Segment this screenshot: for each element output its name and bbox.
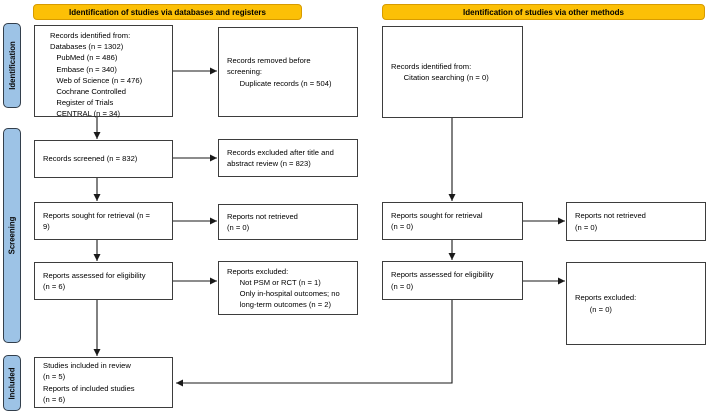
box-db-reports-not-retrieved-text: Reports not retrieved (n = 0) <box>227 211 298 232</box>
box-db-records-identified-text: Records identified from: Databases (n = … <box>50 31 143 119</box>
stage-identification-label: Identification <box>7 41 17 90</box>
box-db-reports-assessed: Reports assessed for eligibility (n = 6) <box>34 262 173 300</box>
box-other-reports-excluded: Reports excluded: (n = 0) <box>566 262 706 345</box>
box-other-reports-excluded-text: Reports excluded: (n = 0) <box>575 293 637 314</box>
box-db-records-removed-text: Records removed before screening: Duplic… <box>227 56 332 88</box>
header-databases-registers-label: Identification of studies via databases … <box>69 7 266 17</box>
header-databases-registers: Identification of studies via databases … <box>33 4 302 20</box>
box-db-records-removed: Records removed before screening: Duplic… <box>218 27 358 117</box>
box-other-reports-sought-text: Reports sought for retrieval (n = 0) <box>391 210 483 231</box>
box-included-studies-text: Studies included in review (n = 5) Repor… <box>43 361 135 404</box>
box-db-records-excluded: Records excluded after title and abstrac… <box>218 139 358 177</box>
box-db-records-excluded-text: Records excluded after title and abstrac… <box>227 147 334 168</box>
header-other-methods-label: Identification of studies via other meth… <box>463 7 624 17</box>
stage-identification: Identification <box>3 23 21 108</box>
box-db-reports-assessed-text: Reports assessed for eligibility (n = 6) <box>43 270 146 291</box>
box-db-records-identified: Records identified from: Databases (n = … <box>34 25 173 119</box>
box-db-reports-sought-text: Reports sought for retrieval (n = 9) <box>43 210 150 231</box>
stage-screening: Screening <box>3 128 21 343</box>
box-db-reports-sought: Reports sought for retrieval (n = 9) <box>34 202 173 240</box>
box-other-reports-not-retrieved-text: Reports not retrieved (n = 0) <box>575 211 646 232</box>
box-included-studies: Studies included in review (n = 5) Repor… <box>34 357 173 408</box>
box-other-reports-assessed: Reports assessed for eligibility (n = 0) <box>382 261 523 300</box>
stage-included-label: Included <box>7 366 17 400</box>
stage-screening-label: Screening <box>7 216 17 255</box>
box-db-records-screened: Records screened (n = 832) <box>34 140 173 178</box>
box-db-records-screened-text: Records screened (n = 832) <box>43 154 138 164</box>
box-other-reports-sought: Reports sought for retrieval (n = 0) <box>382 202 523 240</box>
stage-included: Included <box>3 355 21 411</box>
box-other-reports-assessed-text: Reports assessed for eligibility (n = 0) <box>391 270 494 291</box>
box-other-records-identified-text: Records identified from: Citation search… <box>391 61 489 82</box>
box-db-reports-excluded: Reports excluded: Not PSM or RCT (n = 1)… <box>218 261 358 315</box>
box-db-reports-excluded-text: Reports excluded: Not PSM or RCT (n = 1)… <box>227 266 340 310</box>
box-other-records-identified: Records identified from: Citation search… <box>382 26 523 118</box>
header-other-methods: Identification of studies via other meth… <box>382 4 705 20</box>
box-other-reports-not-retrieved: Reports not retrieved (n = 0) <box>566 202 706 241</box>
box-db-reports-not-retrieved: Reports not retrieved (n = 0) <box>218 204 358 240</box>
